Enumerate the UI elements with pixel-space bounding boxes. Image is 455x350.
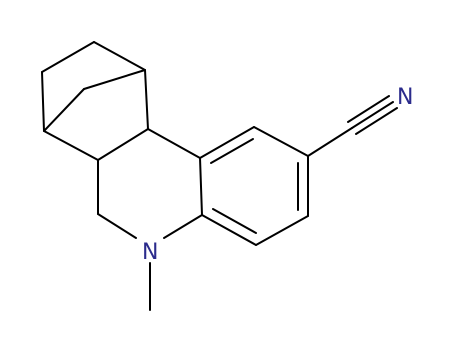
bond-aryl-upper-left-double — [210, 138, 254, 164]
bond-bridge-diagonal — [43, 88, 85, 132]
bond-aryl-lower-right — [255, 215, 309, 246]
bond-aryl-lower-left-double — [212, 208, 257, 234]
bond-bridgehead-to-ring-junction — [144, 69, 149, 130]
bond-aryl-lower-left — [201, 214, 257, 246]
bond-aryl-upper-left — [199, 126, 255, 159]
bond-junction-to-junction — [97, 128, 149, 161]
atom-label-ring-nitrogen: N — [142, 240, 158, 265]
bond-bridge-methylene — [83, 69, 146, 90]
bond-nitrile-triple-2 — [347, 95, 390, 123]
bond-nitrile-triple-3 — [355, 107, 398, 135]
bond-aryl-upper-right — [253, 126, 309, 157]
bond-aryl-to-nitrile-carbon — [307, 127, 353, 157]
bond-aryl-fused — [199, 157, 203, 216]
bond-methylene-to-nitrogen — [97, 213, 137, 239]
bond-nitrile-triple-1 — [351, 101, 394, 129]
atom-label-nitrile-nitrogen: N — [397, 85, 413, 110]
bond-bridge-top-right — [93, 41, 146, 71]
bond-left-vertical — [41, 71, 45, 132]
bond-left-to-lower-junction — [43, 130, 99, 161]
bond-bridge-top-left — [41, 41, 95, 73]
bond-junction-to-aryl — [147, 128, 201, 159]
bond-nitrogen-to-aryl — [163, 214, 203, 239]
